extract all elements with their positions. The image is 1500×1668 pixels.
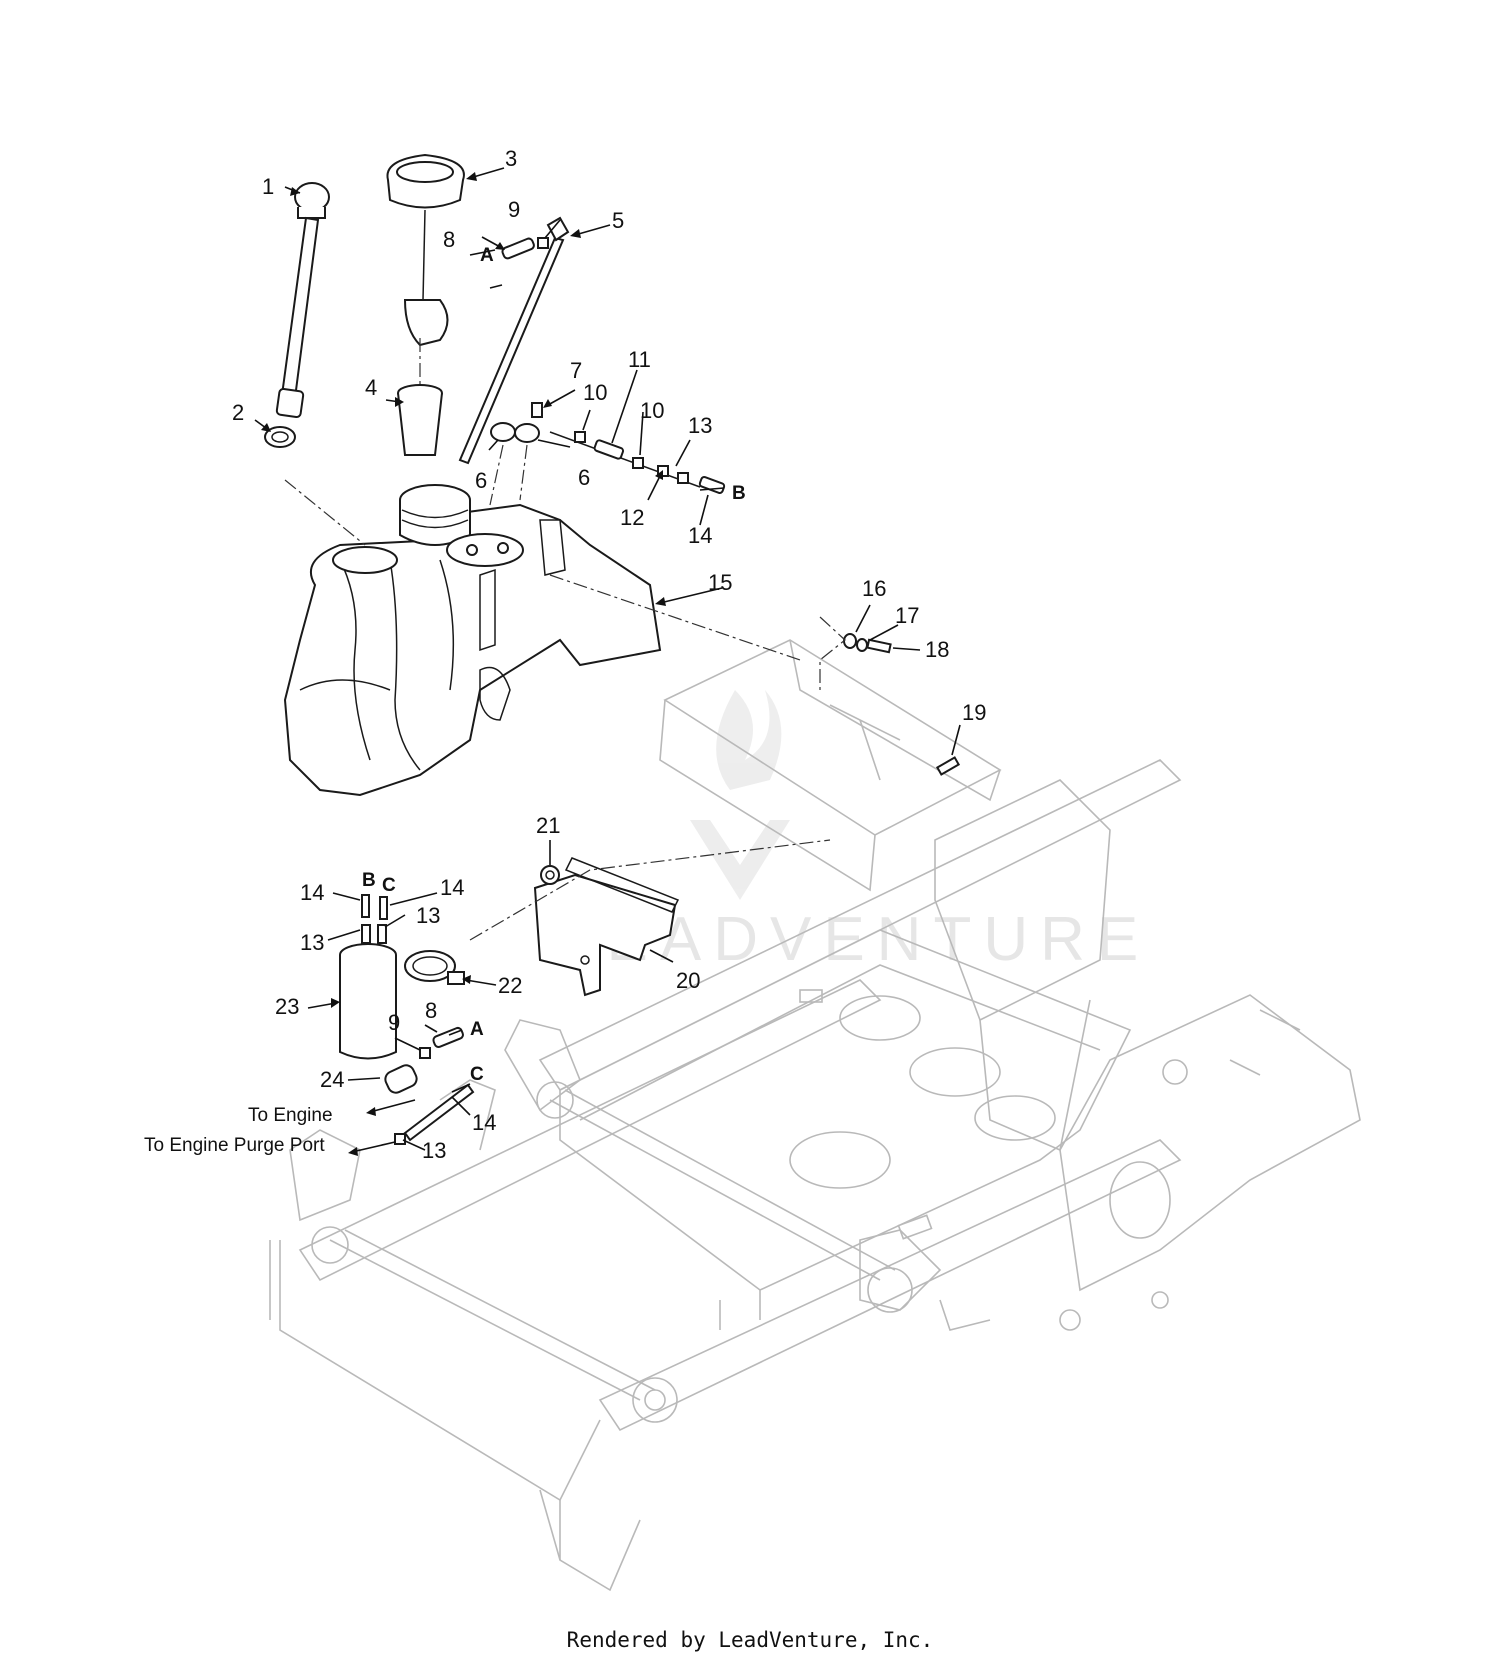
hose-14-right[interactable]: [379, 896, 388, 920]
clamp-9-top[interactable]: [537, 237, 549, 249]
callout-18: 18: [925, 637, 949, 662]
callout-10a: 10: [583, 380, 607, 405]
carbon-canister[interactable]: [339, 924, 397, 1060]
callout-8a: 8: [443, 227, 455, 252]
grommet-2[interactable]: [264, 426, 296, 448]
callout-8b: 8: [425, 998, 437, 1023]
fuel-tank[interactable]: [283, 484, 662, 797]
filler-strainer[interactable]: [397, 384, 443, 456]
callout-10b: 10: [640, 398, 664, 423]
callout-12: 12: [620, 505, 644, 530]
callout-23: 23: [275, 994, 299, 1019]
marker-c-bottom: C: [470, 1064, 484, 1085]
leader-lines: [254, 167, 961, 1156]
grommet-6-right[interactable]: [514, 423, 540, 443]
callout-9a: 9: [508, 197, 520, 222]
callout-5: 5: [612, 208, 624, 233]
filter-bracket[interactable]: [533, 857, 680, 997]
callout-20: 20: [676, 968, 700, 993]
fuel-cap[interactable]: [386, 153, 465, 347]
marker-a-bottom: A: [470, 1019, 484, 1040]
callout-24: 24: [320, 1067, 344, 1092]
dipstick[interactable]: [275, 182, 330, 419]
callout-11: 11: [628, 347, 651, 372]
callout-13c: 13: [300, 930, 324, 955]
watermark-logo: [690, 690, 790, 900]
note-to-engine-purge: To Engine Purge Port: [144, 1135, 325, 1156]
callout-13d: 13: [422, 1138, 446, 1163]
callout-15: 15: [708, 570, 732, 595]
fitting-7[interactable]: [531, 402, 543, 418]
callout-21: 21: [536, 813, 560, 838]
vent-hose[interactable]: [458, 216, 570, 465]
hose-14-left[interactable]: [361, 894, 370, 918]
callout-6a: 6: [475, 468, 487, 493]
hose-8-top[interactable]: [501, 237, 535, 260]
footer-credit: Rendered by LeadVenture, Inc.: [566, 1628, 934, 1652]
marker-c-top: C: [382, 875, 396, 896]
callout-22: 22: [498, 973, 522, 998]
hardware-16-18[interactable]: [843, 633, 892, 654]
callout-14a: 14: [688, 523, 712, 548]
hose-8-bottom[interactable]: [432, 1026, 464, 1048]
callout-9b: 9: [388, 1010, 400, 1035]
grommet-6-left[interactable]: [490, 422, 516, 442]
connection-markers: A A B B C C: [362, 245, 746, 1085]
note-to-engine: To Engine: [248, 1105, 333, 1126]
callout-3: 3: [505, 146, 517, 171]
callout-17: 17: [895, 603, 919, 628]
routing-notes: To Engine To Engine Purge Port: [144, 1105, 333, 1156]
hose-14-bottom[interactable]: [394, 1083, 475, 1145]
nut-21[interactable]: [540, 865, 560, 885]
marker-b-right: B: [732, 483, 746, 504]
callout-13b: 13: [416, 903, 440, 928]
vent-line-assembly[interactable]: [549, 431, 726, 494]
hose-clamp-22[interactable]: [404, 950, 465, 985]
callout-13a: 13: [688, 413, 712, 438]
clamp-9-bottom[interactable]: [419, 1047, 431, 1059]
callout-16: 16: [862, 576, 886, 601]
callout-6b: 6: [578, 465, 590, 490]
callout-19: 19: [962, 700, 986, 725]
marker-a-top: A: [480, 245, 494, 266]
callout-14b: 14: [300, 880, 324, 905]
callout-1: 1: [262, 174, 274, 199]
callout-7: 7: [570, 358, 582, 383]
assembly-lines: [284, 338, 846, 941]
callout-14d: 14: [472, 1110, 496, 1135]
chassis-frame: [269, 639, 1361, 1592]
callout-4: 4: [365, 375, 377, 400]
callout-2: 2: [232, 400, 244, 425]
fuel-filter[interactable]: [383, 1063, 419, 1096]
screw-19[interactable]: [935, 756, 961, 776]
callout-labels: 1 2 3 4 5 6 6 7 8 8 9 9 10 10 11 12 13 1…: [232, 146, 986, 1163]
marker-b-top: B: [362, 870, 376, 891]
callout-14c: 14: [440, 875, 464, 900]
